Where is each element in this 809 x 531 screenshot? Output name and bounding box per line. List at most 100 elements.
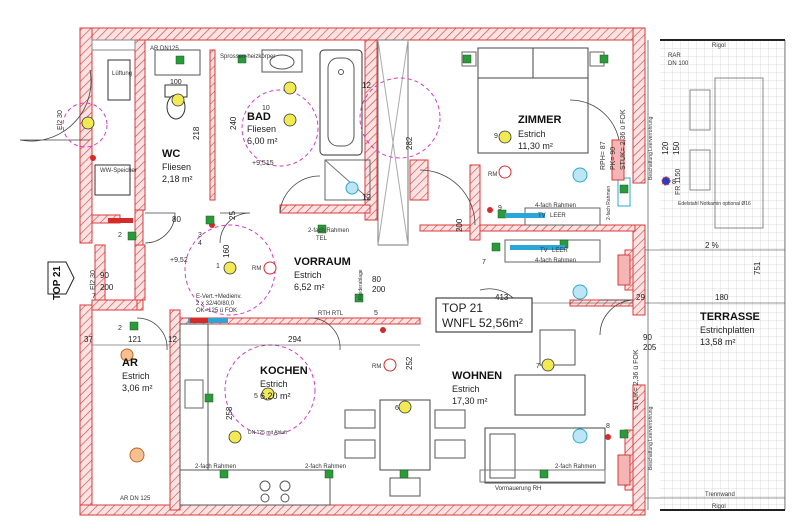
room-bad-area: 6,00 m²: [247, 136, 278, 146]
note-el230b: El2 30: [90, 270, 97, 290]
note-rm3: RM: [372, 364, 381, 370]
note-edel: Edelstahl Notkamin optional Ø16: [678, 201, 751, 207]
room-ar-area: 3,06 m²: [122, 383, 153, 393]
note-ar-dn2: AR DN 125: [120, 496, 151, 502]
note-el230a: El2 30: [57, 110, 64, 130]
room-zimmer-area: 11,30 m²: [518, 141, 553, 151]
note-rigol2: Rigol: [712, 504, 726, 510]
dim-100: 100: [170, 79, 182, 86]
sym-1: 1: [216, 263, 220, 270]
room-terrasse-area: 13,58 m²: [700, 337, 736, 347]
sym-9a: 9: [494, 133, 498, 140]
room-zimmer-floor: Estrich: [518, 129, 546, 139]
note-leer1: LEER: [550, 213, 566, 219]
shaft: [377, 39, 409, 246]
dim-29: 29: [636, 293, 645, 302]
dim-90a: 90: [100, 271, 109, 280]
sym-6: 6: [395, 405, 399, 412]
note-beschattung1: Beschattung Leerverrohrung: [648, 116, 654, 180]
dim-150: 150: [672, 141, 681, 155]
note-rm2: RM: [252, 266, 261, 272]
note-speicher: WW-Speicher: [100, 168, 137, 174]
room-bad-floor: Fliesen: [247, 124, 276, 134]
sym-7b: 7: [482, 259, 486, 266]
note-rahmen5: 2-fach Rahmen: [305, 464, 346, 470]
note-evert2: 2 x 32/40/80,0: [196, 301, 235, 307]
dim-160: 160: [222, 244, 231, 258]
dim-282: 282: [405, 136, 414, 150]
note-plus915: +9,515: [252, 160, 274, 167]
note-rar-dn: DN 100: [668, 61, 689, 67]
sym-9b: 9: [498, 205, 502, 212]
note-fr: FR 1150: [675, 169, 682, 195]
room-kochen-name: KOCHEN: [260, 365, 308, 377]
room-wc-area: 2,18 m²: [162, 174, 193, 184]
smoke-detectors: [263, 165, 512, 372]
room-wc-name: WC: [162, 148, 180, 160]
room-ar-name: AR: [122, 357, 138, 369]
dim-200c: 200: [455, 218, 464, 232]
dim-37: 37: [84, 335, 93, 344]
room-wc-floor: Fliesen: [162, 162, 191, 172]
room-wohnen-name: WOHNEN: [452, 370, 502, 382]
dim-121: 121: [128, 335, 142, 344]
note-vormauerung: Vormauerung RH: [495, 486, 541, 492]
note-trennwand: Trennwand: [705, 492, 735, 498]
room-vorraum-name: VORRAUM: [294, 256, 351, 268]
note-evert: E-Vert.+Medienv.: [196, 294, 242, 300]
note-rahmen6: 2-fach Rahmen: [555, 464, 596, 470]
dim-258: 258: [225, 406, 234, 420]
doors: [19, 69, 634, 351]
note-rph: RPH= 87: [600, 141, 607, 170]
note-rahmen2: 4-fach Rahmen: [535, 203, 576, 209]
wohnen-furniture: [344, 329, 606, 497]
dim-120: 120: [661, 141, 670, 155]
sym-5a: 5: [254, 393, 258, 400]
sym-10: 10: [262, 105, 270, 112]
dim-12b: 12: [168, 335, 177, 344]
note-fok2: STUK= 2,36 ü FOK: [633, 349, 640, 410]
note-sprossen: Sprossen-heizkörper: [220, 54, 275, 60]
room-vorraum-area: 6,52 m²: [294, 282, 325, 292]
note-rahmen4: 2-fach Rahmen: [195, 464, 236, 470]
entrance-label: TOP 21: [52, 265, 63, 300]
dim-180: 180: [715, 293, 729, 302]
dim-413: 413: [495, 293, 509, 302]
room-terrasse-name: TERRASSE: [700, 311, 760, 323]
dim-80b: 80: [372, 275, 381, 284]
dim-25: 25: [228, 211, 237, 220]
note-rm1: RM: [488, 172, 497, 178]
note-beschattung2: Beschattung Leerverrohrung: [648, 406, 654, 470]
note-rahmen3: 4-fach Rahmen: [535, 258, 576, 264]
note-leer2: LEER: [552, 248, 568, 254]
sym-7a: 7: [536, 363, 540, 370]
dim-205: 205: [643, 343, 657, 352]
room-ar-floor: Estrich: [122, 371, 150, 381]
room-vorraum-floor: Estrich: [294, 270, 322, 280]
note-ar-dn: AR DN125: [150, 46, 179, 52]
room-bad-name: BAD: [247, 111, 271, 123]
bed: [461, 47, 605, 154]
note-lueftung: Lüftung: [112, 71, 132, 77]
unit-area: WNFL 52,56m²: [442, 316, 523, 330]
sockets: [127, 54, 629, 479]
dim-200a: 200: [100, 283, 114, 292]
entrance-marker: [47, 261, 75, 295]
note-dn125: DN 125 mit Abluft: [248, 430, 288, 436]
note-rigol: Rigol: [712, 43, 726, 49]
note-fok1: STUK= 2,36 ü FOK: [620, 109, 627, 170]
room-kochen-floor: Estrich: [260, 379, 288, 389]
dim-751: 751: [753, 261, 762, 275]
dim-200b: 200: [372, 285, 386, 294]
dim-12a: 12: [362, 81, 371, 90]
bathtub: [319, 49, 363, 156]
dim-90b: 90: [643, 333, 652, 342]
note-rahmen1: 2-fach Rahmen: [308, 228, 349, 234]
sym-8b: 8: [672, 179, 676, 186]
dim-2pct: 2 %: [705, 241, 719, 250]
unit-info-box: [435, 297, 533, 333]
room-terrasse-floor: Estrichplatten: [700, 325, 755, 335]
dim-294: 294: [288, 335, 302, 344]
terrace-furniture-lounge: [714, 77, 764, 229]
